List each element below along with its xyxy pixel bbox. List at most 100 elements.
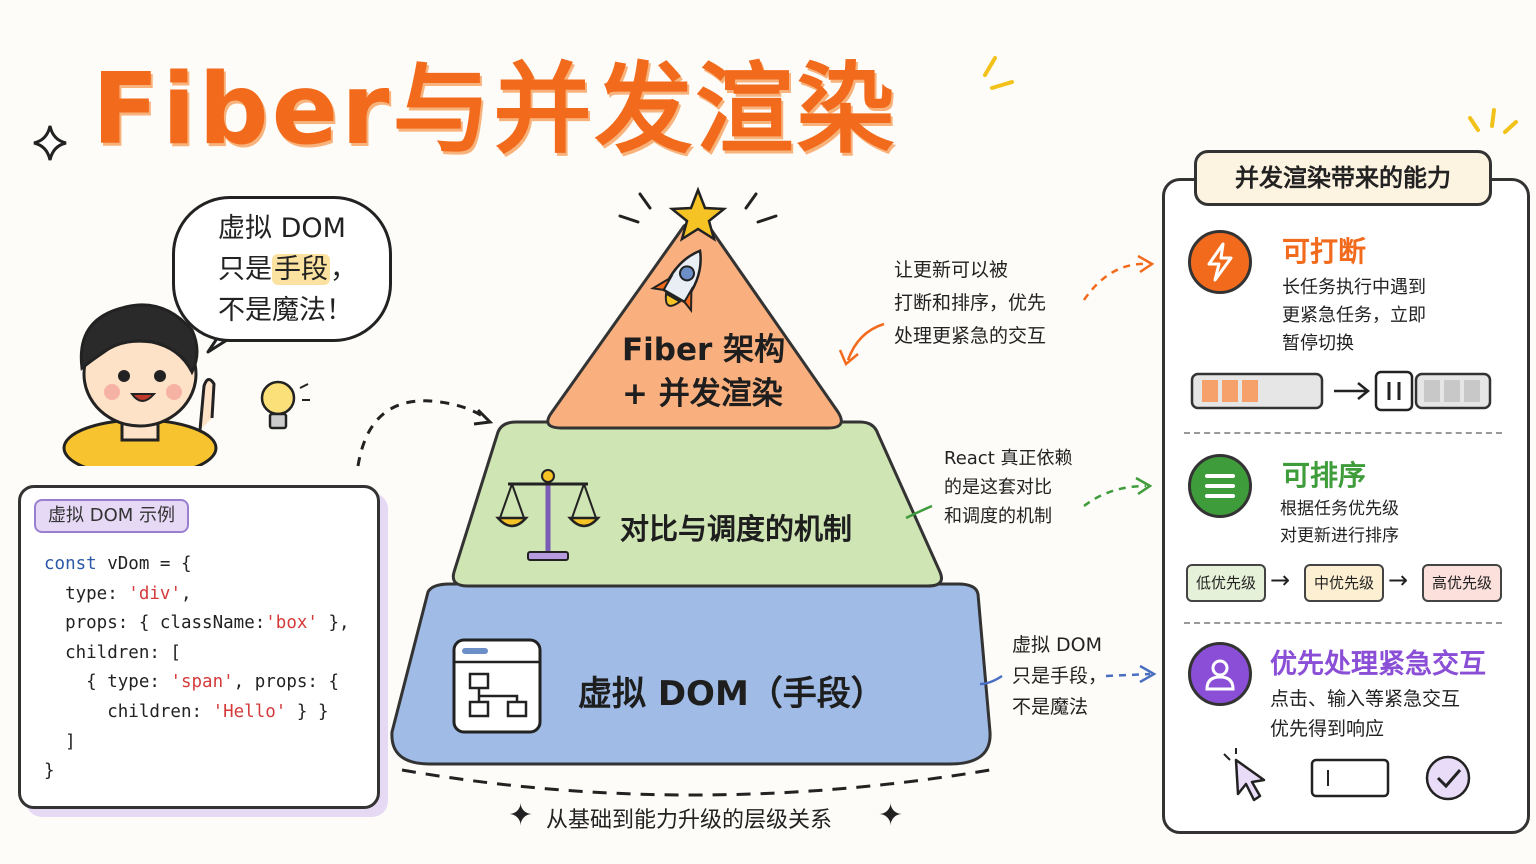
base-arc [401,768,991,797]
arrow-top-to-panel [1082,262,1149,301]
tier-top-label: Fiber 架构 + 并发渲染 [622,328,786,416]
panel-divider [1184,432,1502,434]
priority-chip-high: 高优先级 [1422,564,1502,602]
user-icon [1188,642,1252,706]
character-illustration [62,303,218,466]
note-top-line: 处理更紧急的交互 [894,325,1047,347]
burst-lines [983,56,1518,134]
feature-desc-sortable: 根据任务优先级 对更新进行排序 [1280,496,1399,550]
code-example-tag: 虚拟 DOM 示例 [34,499,190,533]
pyramid-tier-middle [451,420,943,588]
feature-title-urgent: 优先处理紧急交互 [1270,649,1486,680]
code-text: children: [107,701,213,722]
code-text: props: { className: [65,613,266,634]
rocket-icon [650,249,702,314]
priority-chip-medium: 中优先级 [1304,564,1384,602]
feature-title-interruptible: 可打断 [1282,235,1367,268]
code-line: children: [ [44,639,350,669]
feature-desc-line: 更紧急任务，立即 [1282,305,1426,326]
code-line: props: { className:'box' }, [44,609,350,639]
code-string: 'div' [128,583,181,604]
code-string: 'span' [170,672,234,693]
code-text: children: [ [65,642,181,663]
bubble-line-3: 不是魔法！ [218,295,353,326]
feature-desc-line: 暂停切换 [1282,333,1354,354]
note-middle: React 真正依赖 的是这套对比 和调度的机制 [944,444,1072,531]
pyramid-caption: 从基础到能力升级的层级关系 [546,808,833,833]
code-text: }, [317,613,350,634]
caption-sparkle-right-icon: ✦ [878,798,904,833]
code-line: ] [44,728,350,758]
arrow-right-icon: → [1270,566,1291,594]
note-bottom-line: 不是魔法 [1012,696,1089,718]
code-line: children: 'Hello' } } [44,698,350,728]
tier-middle-label: 对比与调度的机制 [620,512,853,546]
lightbulb-icon [260,380,310,430]
interrupt-illustration [1190,370,1492,412]
note-bottom-line: 虚拟 DOM [1012,634,1103,656]
check-icon [1425,755,1471,801]
bubble-text: 虚拟 DOM 只是手段， 不是魔法！ [218,208,357,331]
code-keyword: const [44,554,97,574]
note-bottom: 虚拟 DOM 只是手段， 不是魔法 [1012,630,1107,723]
note-top: 让更新可以被 打断和排序，优先 处理更紧急的交互 [894,254,1046,353]
bubble-line-1: 虚拟 DOM [218,213,346,244]
arrow-middle-to-pyramid [905,504,933,520]
code-text: ] [65,731,76,752]
arrow-bottom-to-pyramid [979,674,1003,686]
code-text: { type: [86,672,171,693]
feature-desc-line: 点击、输入等紧急交互 [1270,688,1461,710]
interaction-illustration [1223,748,1471,802]
caption-sparkle-left-icon: ✦ [508,798,534,833]
code-example-card [18,485,380,809]
note-middle-line: 和调度的机制 [944,506,1052,527]
code-text: } } [286,701,329,722]
code-text: , props: { [233,672,340,693]
code-text: , [180,583,192,604]
tier-bottom-label: 虚拟 DOM（手段） [578,674,885,714]
feature-desc-line: 对更新进行排序 [1280,526,1399,546]
balance-scale-icon [495,469,601,561]
feature-desc-urgent: 点击、输入等紧急交互 优先得到响应 [1270,684,1460,744]
feature-desc-interruptible: 长任务执行中遇到 更紧急任务，立即 暂停切换 [1282,274,1426,358]
star-icon [668,186,728,242]
note-top-line: 让更新可以被 [894,259,1009,281]
capabilities-title: 并发渲染带来的能力 [1194,150,1492,206]
list-icon [1188,454,1252,518]
page-title: Fiber与并发渲染 [92,53,898,167]
sparkle-icon [33,125,67,161]
text-input-icon [1310,758,1390,798]
note-middle-line: 的是这套对比 [944,477,1052,498]
curve-arrow-code-to-pyramid [356,399,489,467]
priority-chip-low: 低优先级 [1186,564,1266,602]
feature-desc-line: 长任务执行中遇到 [1282,277,1426,298]
arrow-right-icon: → [1388,566,1409,594]
arrow-top-to-pyramid [838,322,885,367]
feature-desc-line: 优先得到响应 [1270,718,1385,740]
code-line: } [44,757,350,787]
bubble-line-2: 只是手段， [218,249,357,290]
code-text: vDom = { [96,554,192,574]
code-text: type: [65,583,129,604]
tier-top-line-1: Fiber 架构 [622,332,786,368]
lightning-icon [1188,230,1252,294]
code-string: 'box' [265,613,318,634]
arrow-bottom-to-panel [1105,672,1151,678]
feature-desc-line: 根据任务优先级 [1280,499,1399,519]
pyramid-diagram [390,186,992,766]
code-string: 'Hello' [212,701,287,722]
code-line: const vDom = { [44,550,350,580]
code-line: type: 'div', [44,580,350,610]
note-top-line: 打断和排序，优先 [894,292,1047,314]
panel-divider [1184,622,1502,624]
code-text: } [44,761,55,782]
code-block: const vDom = { type: 'div', props: { cla… [44,550,350,787]
note-bottom-line: 只是手段， [1012,665,1108,687]
dom-tree-window-icon [452,638,542,734]
feature-title-sortable: 可排序 [1282,459,1367,492]
tier-top-line-2: + 并发渲染 [622,376,783,412]
bubble-line-2-post: ， [330,254,357,285]
bubble-highlight: 手段 [272,254,330,285]
arrow-middle-to-panel [1083,484,1147,507]
